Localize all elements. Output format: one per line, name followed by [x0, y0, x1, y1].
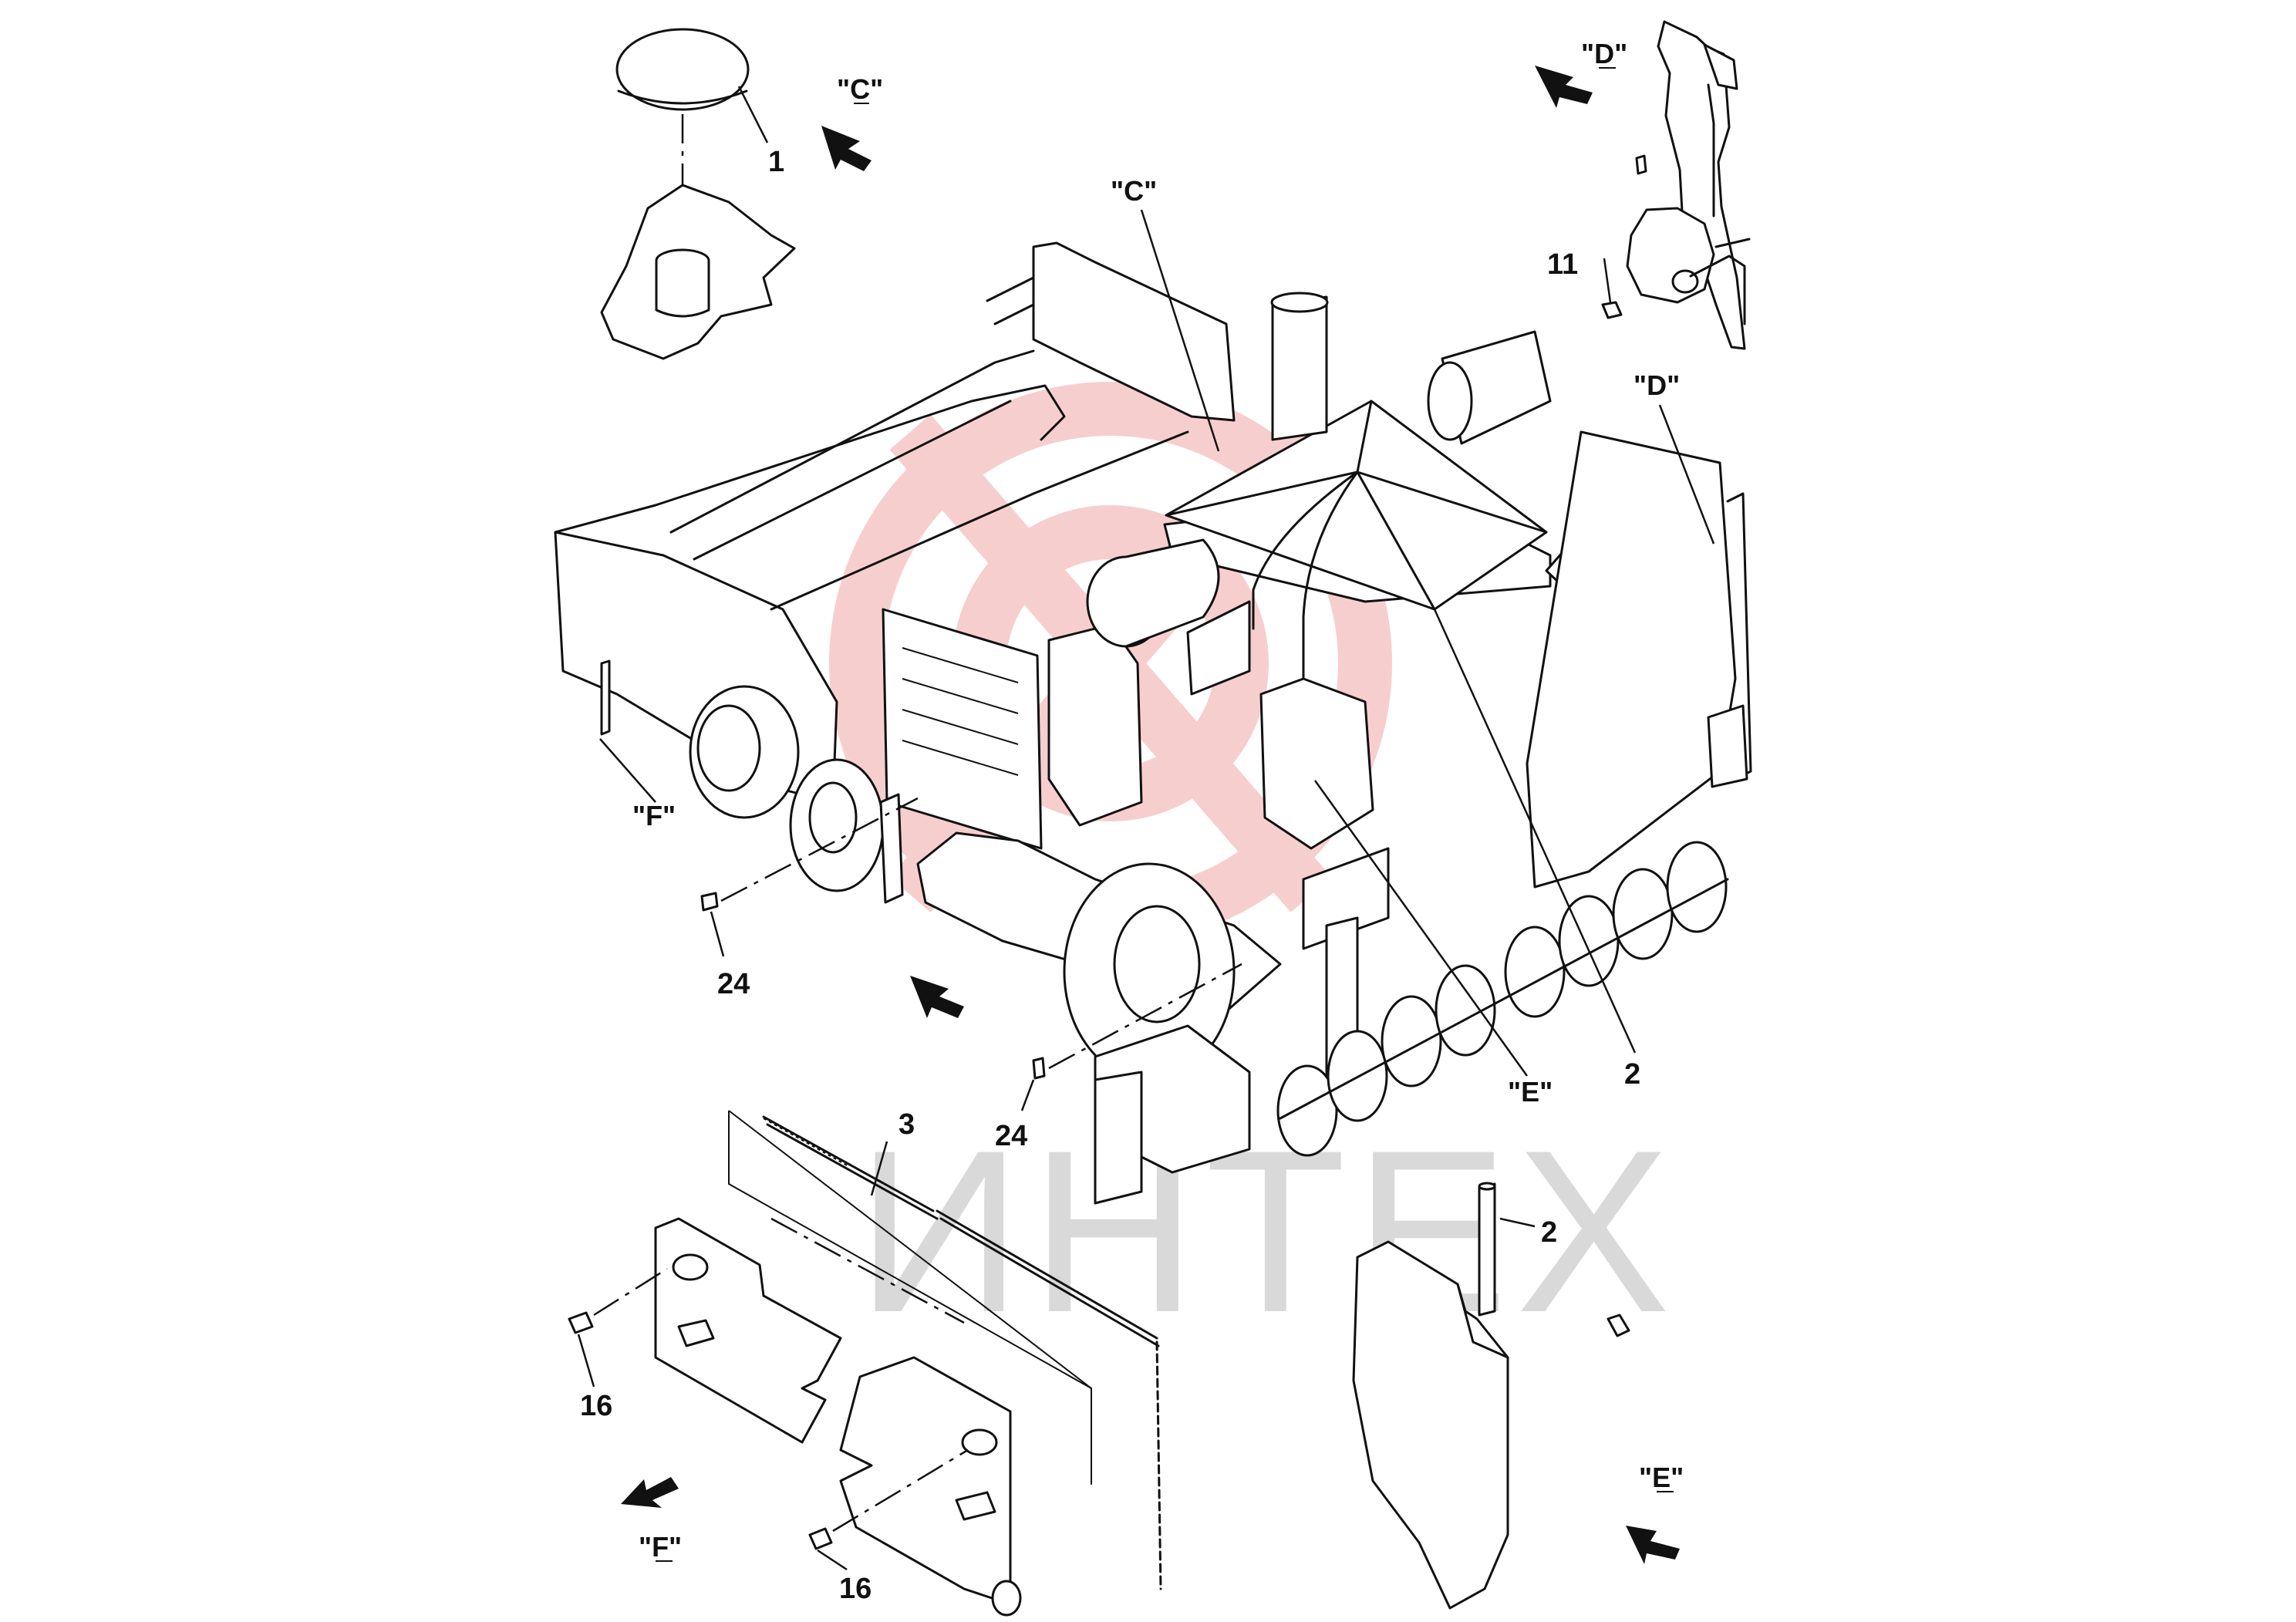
detail-e-cover — [1352, 1182, 1630, 1610]
callout-1: 1 — [768, 146, 784, 178]
view-label-c: "C" — [837, 73, 883, 105]
view-ref-f: "F" — [632, 800, 676, 831]
view-label-d: "D" — [1581, 38, 1627, 69]
view-ref-c: "C" — [1111, 175, 1157, 207]
callout-24-upper: 24 — [717, 968, 750, 1000]
callout-24-lower: 24 — [995, 1120, 1027, 1152]
callout-2-main: 2 — [1624, 1058, 1640, 1091]
callout-16-right: 16 — [839, 1573, 872, 1605]
view-ref-e: "E" — [1508, 1076, 1553, 1108]
view-ref-d: "D" — [1633, 369, 1680, 401]
callout-16-left: 16 — [580, 1390, 612, 1422]
leader-2-main — [1433, 609, 1637, 1054]
view-f-arrow — [621, 1477, 679, 1508]
part-24-upper — [700, 797, 919, 957]
detail-c-cap — [600, 28, 796, 360]
view-e-arrow — [1626, 1526, 1680, 1564]
view-label-f: "F" — [639, 1531, 682, 1563]
part-24-lower — [1020, 963, 1242, 1111]
leader-f — [599, 738, 656, 803]
view-d-arrow — [1535, 66, 1593, 108]
callout-2-detail: 2 — [1541, 1216, 1557, 1249]
leader-e — [1313, 780, 1529, 1077]
leader-d — [1658, 404, 1715, 545]
callout-3: 3 — [899, 1108, 915, 1141]
direction-arrow — [910, 976, 964, 1018]
watermark-text: ИНТЕХ — [856, 1101, 1678, 1361]
view-label-e: "E" — [1639, 1462, 1684, 1493]
view-c-arrow — [821, 126, 872, 171]
callout-11: 11 — [1547, 248, 1578, 281]
detail-d-seat-lever — [1601, 20, 1751, 350]
detail-f-side-plates — [568, 1110, 1162, 1617]
leader-c — [1140, 209, 1220, 452]
